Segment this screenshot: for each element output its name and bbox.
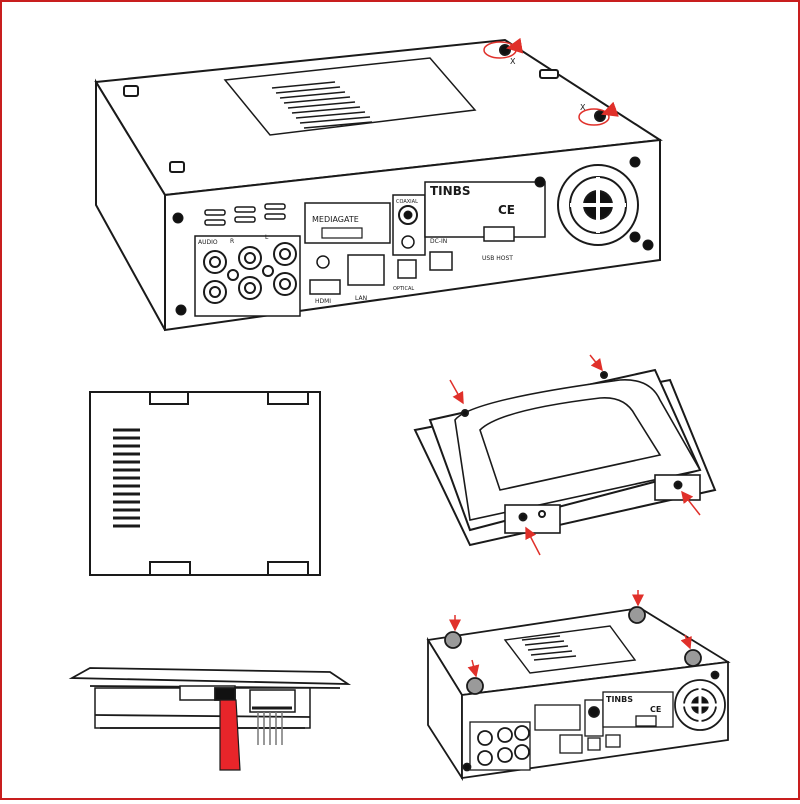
- top-clip-front: [169, 161, 185, 173]
- port-label-lan: LAN: [355, 295, 367, 302]
- arrow-marker-icon: [467, 659, 480, 678]
- device2-dc-in: [605, 734, 621, 748]
- label-mediagate: MEDIAGATE: [312, 215, 359, 224]
- screw-label-x1: X: [510, 57, 516, 66]
- screw-icon: [710, 670, 720, 680]
- logo-plate: [321, 227, 363, 239]
- power-wires: [257, 712, 283, 745]
- cover-plate-outline: [89, 391, 321, 576]
- vent-slot-icon: [113, 428, 140, 528]
- screw-icon: [684, 649, 702, 667]
- screw-icon: [462, 762, 472, 772]
- vent-slot-icon: [204, 203, 286, 226]
- port-label-dc-in: DC-IN: [430, 238, 447, 245]
- hdmi-port: [309, 279, 341, 295]
- screw-label-x2: X: [580, 103, 586, 112]
- screw-icon: [673, 480, 683, 490]
- dc-in-port: [429, 251, 453, 271]
- port-label-audio: AUDIO: [198, 239, 218, 246]
- device2-lan-port: [559, 734, 583, 754]
- device2-label-plate: [534, 704, 581, 731]
- screw-icon: [518, 512, 528, 522]
- rca-jacks: [203, 242, 297, 304]
- port-label-l: L: [265, 234, 269, 241]
- screw-highlight: [578, 108, 610, 126]
- device2-usb: [635, 715, 657, 727]
- hdd-arrows: [449, 354, 701, 556]
- device2-rca-jacks: [477, 725, 530, 766]
- hdd-bracket-assembly: [413, 368, 717, 547]
- lan-port: [347, 254, 385, 286]
- screw-icon: [628, 606, 646, 624]
- port-label-hdmi: HDMI: [315, 298, 331, 305]
- device2-coax-block: [584, 699, 604, 737]
- screw-icon: [316, 255, 330, 269]
- fan-grille-icon: [674, 679, 726, 731]
- cover-plate: [89, 391, 321, 576]
- bracket-tab-left: [504, 504, 561, 534]
- device2-optical: [587, 737, 601, 751]
- top-clip-left: [123, 85, 139, 97]
- media-player-bottom: TINBS CE: [426, 606, 731, 782]
- screw-icon: [444, 631, 462, 649]
- port-label-optical: OPTICAL: [393, 286, 414, 292]
- hdd-label-area: [479, 397, 662, 491]
- screw-icon: [461, 409, 469, 417]
- screw-icon: [629, 231, 641, 243]
- arrow-marker-icon: [681, 490, 701, 516]
- port-label-usb-host: USB HOST: [482, 255, 513, 262]
- arrow-marker-icon: [601, 101, 619, 117]
- screw-icon: [534, 176, 546, 188]
- fan-grille-icon: [557, 164, 639, 246]
- top-cover-plate: [223, 57, 477, 136]
- port-label-coaxial: COAXIAL: [396, 199, 418, 205]
- rear-panel-details: AUDIO R L MEDIAGATE HDMI LAN COAXIAL OPT…: [172, 156, 654, 317]
- top-clip-right: [539, 69, 559, 79]
- arrow-marker-icon: [506, 37, 524, 54]
- screw-icon: [175, 304, 187, 316]
- sata-connector: [214, 687, 236, 701]
- device2-arrows: [449, 590, 692, 678]
- optical-port: [397, 259, 417, 279]
- sata-cable: [219, 699, 241, 771]
- screw-icon: [172, 212, 184, 224]
- hdd-side-view: [68, 667, 352, 729]
- brand-label: TINBS: [430, 184, 470, 198]
- screw-icon: [642, 239, 654, 251]
- screw-icon: [629, 156, 641, 168]
- device2-ce-mark: CE: [650, 705, 661, 714]
- top-vent-grille: [271, 81, 373, 129]
- arrow-marker-icon: [680, 634, 692, 650]
- screw-icon: [466, 677, 484, 695]
- arrow-marker-icon: [589, 354, 603, 372]
- usb-host-port: [483, 226, 515, 242]
- side-top-plate: [68, 667, 352, 685]
- ce-mark: CE: [498, 203, 515, 217]
- arrow-marker-icon: [449, 379, 464, 405]
- device2-brand-label: TINBS: [606, 695, 633, 704]
- device2-vent: [521, 635, 577, 661]
- screw-icon: [594, 110, 606, 122]
- screw-icon: [499, 44, 511, 56]
- arrow-marker-icon: [525, 526, 541, 556]
- port-label-r: R: [230, 238, 234, 245]
- screw-icon: [600, 371, 608, 379]
